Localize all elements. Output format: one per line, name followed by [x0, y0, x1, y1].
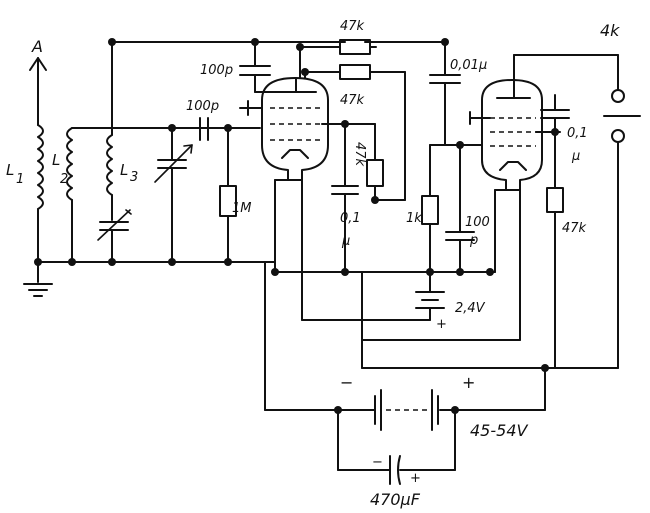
capacitor-100p-top — [239, 41, 279, 93]
capacitor-100p-right — [445, 144, 475, 273]
resistor-47k-vertical — [366, 123, 384, 201]
tube-2 — [469, 54, 619, 341]
label-c-0-1-left: 0,1 — [340, 211, 361, 226]
antenna — [29, 57, 47, 126]
ground-rail — [23, 261, 496, 297]
label-c-100p-grid: 100p — [186, 99, 219, 114]
label-l3-sub: 3 — [130, 170, 138, 185]
top-rail — [111, 41, 446, 76]
label-l3: L — [120, 161, 128, 179]
coil-l3 — [97, 41, 132, 263]
label-l1-sub: 1 — [16, 172, 24, 187]
label-battery-45-54v-minus: − — [340, 373, 353, 392]
label-r-47k-right: 47k — [562, 221, 587, 236]
label-l1: L — [6, 161, 14, 179]
capacitor-0-01 — [429, 74, 483, 146]
battery-2-4v — [301, 271, 445, 321]
label-battery-2-4v-plus: + — [436, 317, 447, 332]
label-l2: L — [52, 151, 60, 169]
label-r-1m: 1M — [232, 201, 252, 216]
label-c-100p-top: 100p — [200, 63, 233, 78]
capacitor-0-1-left — [331, 123, 359, 273]
resistor-1k — [421, 144, 439, 273]
resistor-47k-mid — [304, 64, 406, 201]
label-c-100p-right: 100 — [465, 215, 490, 230]
label-c-100p-right-unit: p — [469, 233, 478, 248]
label-battery-45-54v: 45-54V — [470, 421, 528, 440]
resistor-47k-right — [546, 131, 564, 369]
resistor-1m — [219, 127, 237, 263]
lower-wiring — [264, 261, 619, 411]
capacitor-470uf — [337, 455, 456, 485]
tube-1 — [239, 46, 376, 321]
label-headphone: 4k — [600, 21, 620, 40]
label-cap-470uf-minus: − — [372, 455, 383, 470]
headphone-jack — [603, 54, 641, 369]
junction-dots — [34, 38, 559, 414]
capacitor-0-1-right — [540, 94, 570, 133]
label-antenna: A — [31, 37, 43, 56]
resistor-47k-top — [299, 39, 377, 55]
label-r-1k: 1k — [406, 211, 422, 226]
label-c-0-01: 0,01μ — [450, 58, 487, 73]
coil-l2 — [66, 127, 226, 263]
label-battery-45-54v-plus: + — [462, 373, 475, 392]
label-c-0-1-right-unit: μ — [571, 149, 580, 164]
label-r-47k-top: 47k — [340, 19, 365, 34]
label-cap-470uf-plus: + — [410, 471, 421, 486]
label-c-0-1-right: 0,1 — [567, 126, 588, 141]
label-cap-470uf: 470μF — [370, 490, 421, 509]
tuning-capacitor — [154, 127, 193, 263]
label-battery-2-4v: 2,4V — [455, 301, 486, 316]
label-c-0-1-left-unit: μ — [341, 234, 350, 249]
capacitor-100p-grid — [171, 117, 261, 141]
label-r-47k-vert: 47k — [352, 142, 367, 167]
battery-45-54v — [337, 389, 456, 471]
label-r-47k-mid: 47k — [340, 93, 365, 108]
coil-l1 — [37, 124, 44, 263]
label-l2-sub: 2 — [60, 172, 68, 187]
